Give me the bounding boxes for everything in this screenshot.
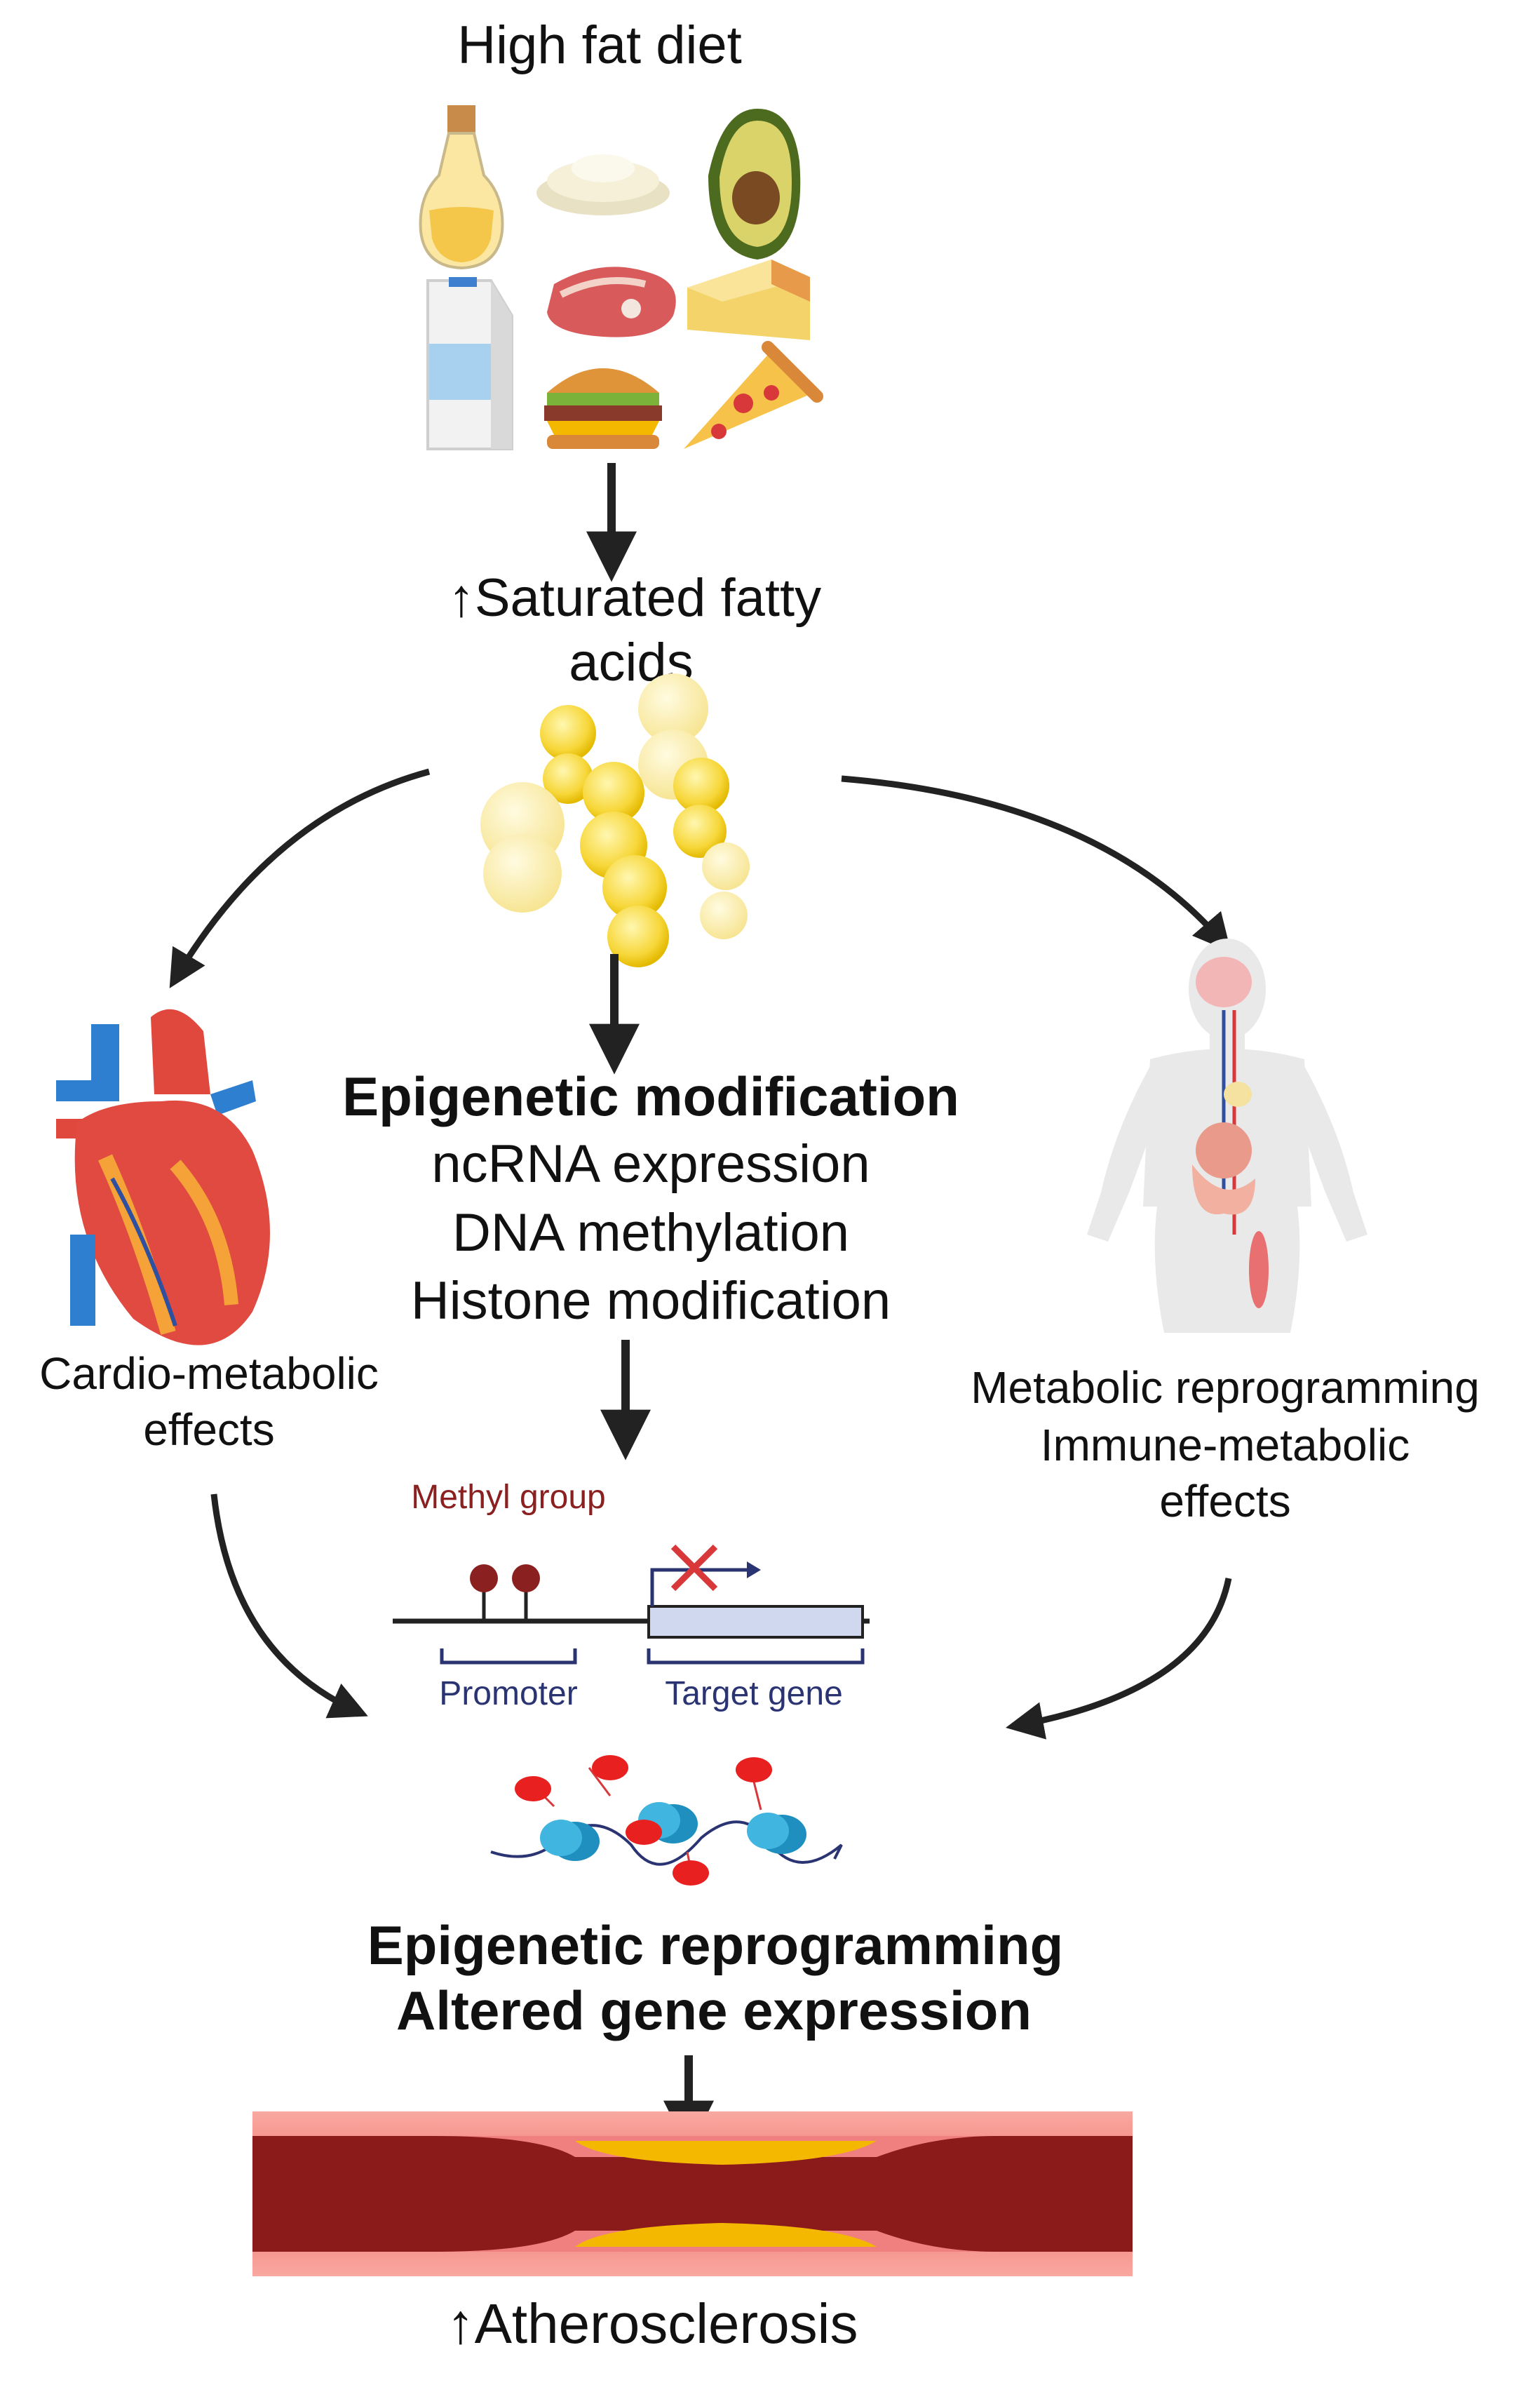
pizza-icon (684, 341, 823, 449)
cardio-line2: effects (143, 1404, 274, 1455)
target-gene-label: Target gene (665, 1675, 843, 1712)
promoter-label: Promoter (439, 1675, 577, 1712)
food-illustrations (419, 105, 823, 450)
atherosclerosis-label: ↑Atherosclerosis (447, 2292, 858, 2355)
cream-icon (536, 154, 670, 215)
fatty-acids-line1: ↑Saturated fatty (448, 568, 821, 628)
blood-vessel-plaque-icon (252, 2111, 1133, 2276)
outcome-line1: Epigenetic reprogramming (367, 1914, 1064, 1976)
epigenetic-item-histone: Histone modification (411, 1271, 891, 1331)
arrow-cardio-to-reprogramming (210, 1493, 368, 1719)
blocked-transcription-icon (670, 1544, 718, 1592)
epigenetic-item-ncrna: ncRNA expression (431, 1134, 870, 1194)
methyl-group-label: Methyl group (411, 1479, 605, 1516)
methylation-schematic (393, 1544, 870, 1665)
metabolic-line3: effects (1159, 1476, 1290, 1526)
heart-icon (56, 1009, 271, 1345)
milk-carton-icon (426, 277, 513, 450)
arrow-to-metabolic (841, 775, 1231, 953)
outcome-line2: Altered gene expression (396, 1980, 1032, 2041)
methyl-group-marker (512, 1564, 540, 1592)
metabolic-line2: Immune-metabolic (1041, 1420, 1410, 1470)
fat-droplets-icon (480, 673, 750, 967)
avocado-icon (708, 109, 801, 260)
oil-bottle-icon (419, 105, 504, 270)
arrow-metabolic-to-reprogramming (1006, 1578, 1232, 1740)
cardio-line1: Cardio-metabolic (39, 1348, 379, 1399)
human-body-icon (1087, 939, 1367, 1333)
target-gene-box (647, 1605, 864, 1639)
epigenetic-modification-heading: Epigenetic modification (342, 1066, 959, 1127)
nucleosome-chromatin-icon (490, 1755, 843, 1886)
cheese-icon (687, 260, 810, 340)
burger-icon (544, 368, 662, 449)
arrow-to-cardio (169, 768, 431, 988)
diet-title: High fat diet (457, 15, 742, 75)
epigenetic-item-dna-methylation: DNA methylation (452, 1203, 849, 1263)
methyl-group-marker (470, 1564, 498, 1592)
metabolic-line1: Metabolic reprogramming (971, 1362, 1480, 1413)
steak-icon (547, 267, 676, 337)
